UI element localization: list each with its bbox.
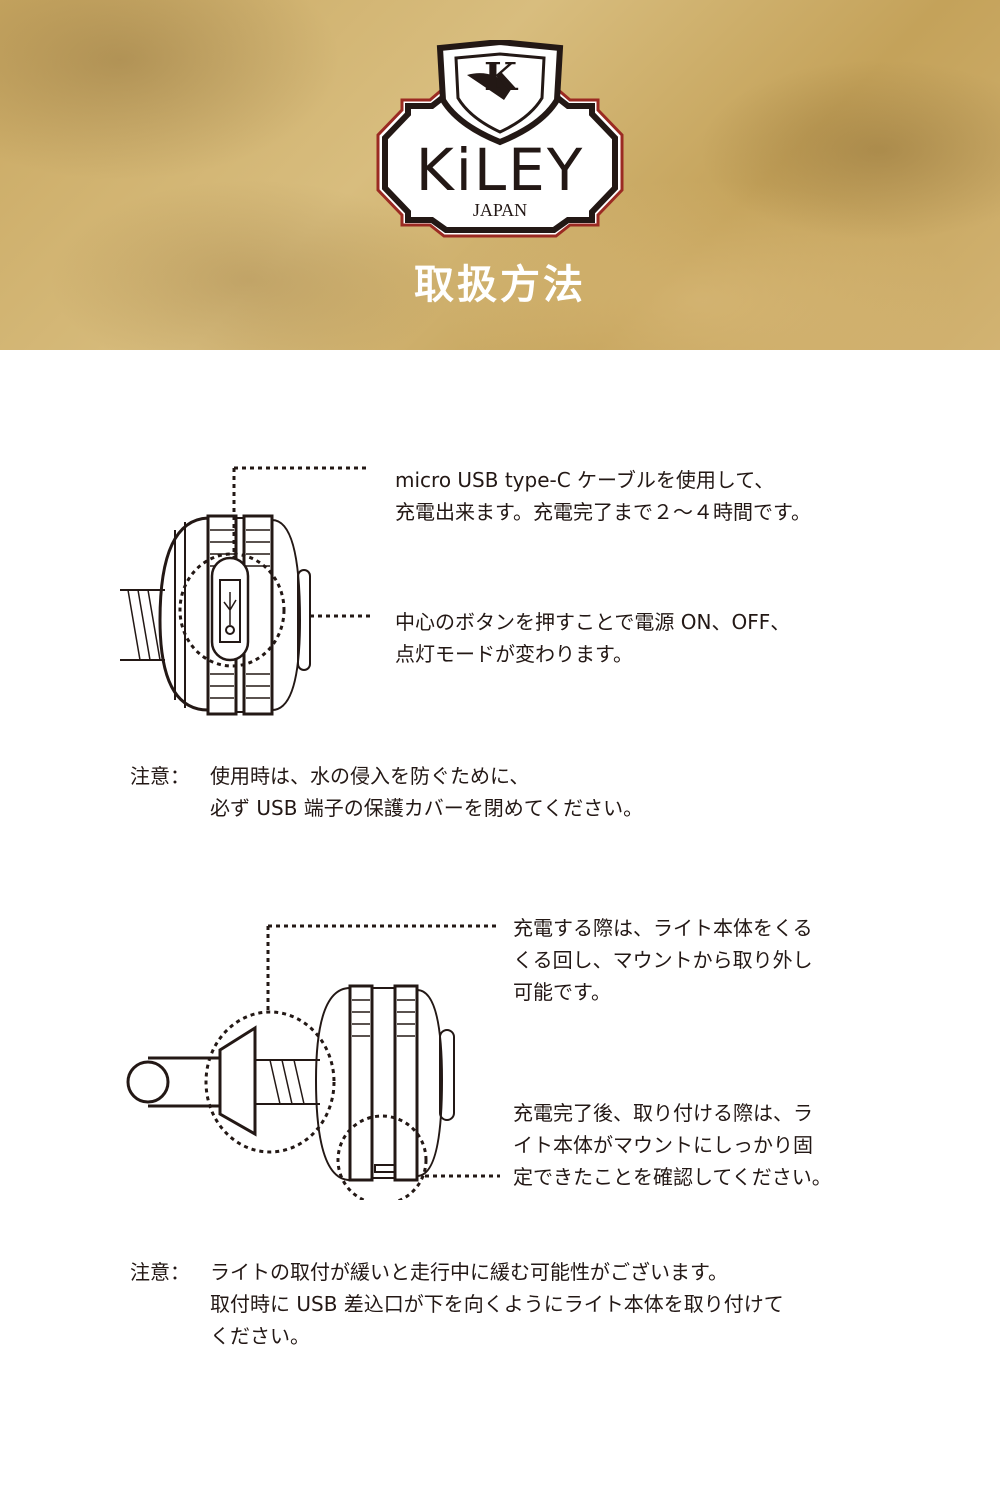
remove-callout-line2: くる回し、マウントから取り外し [513,948,813,972]
emblem-letter: K [484,54,518,99]
header-banner: K KiLEY JAPAN 取扱方法 [0,0,1000,350]
kiley-logo [376,40,624,238]
charge-callout-line2: 充電出来ます。充電完了まで２～４時間です。 [395,500,811,524]
button-callout-line2: 点灯モードが変わります。 [395,642,633,666]
attach-callout-line1: 充電完了後、取り付ける際は、ラ [513,1101,813,1125]
note-line2: 必ず USB 端子の保護カバーを閉めてください。 [210,796,644,820]
attach-callout-line3: 定できたことを確認してください。 [513,1165,832,1189]
note-label-2: 注意： [130,1260,190,1284]
charge-callout-line1: micro USB type-C ケーブルを使用して、 [395,468,775,492]
note-label: 注意： [130,764,190,788]
remove-callout-line1: 充電する際は、ライト本体をくる [513,916,813,940]
note2-line1: ライトの取付が緩いと走行中に緩む可能性がございます。 [210,1260,728,1284]
light-side-view-illustration [120,466,370,716]
light-mount-illustration [126,924,500,1200]
brand-sub: JAPAN [472,200,528,220]
brand-name: KiLEY [415,136,585,204]
note-line1: 使用時は、水の侵入を防ぐために、 [210,764,530,788]
note2-line3: ください。 [210,1324,310,1348]
remove-callout-line3: 可能です。 [513,980,611,1004]
attach-callout-line2: イト本体がマウントにしっかり固 [513,1133,813,1157]
page-title: 取扱方法 [414,262,586,308]
note2-line2: 取付時に USB 差込口が下を向くようにライト本体を取り付けて [210,1292,784,1316]
button-callout-line1: 中心のボタンを押すことで電源 ON、OFF、 [395,610,791,634]
